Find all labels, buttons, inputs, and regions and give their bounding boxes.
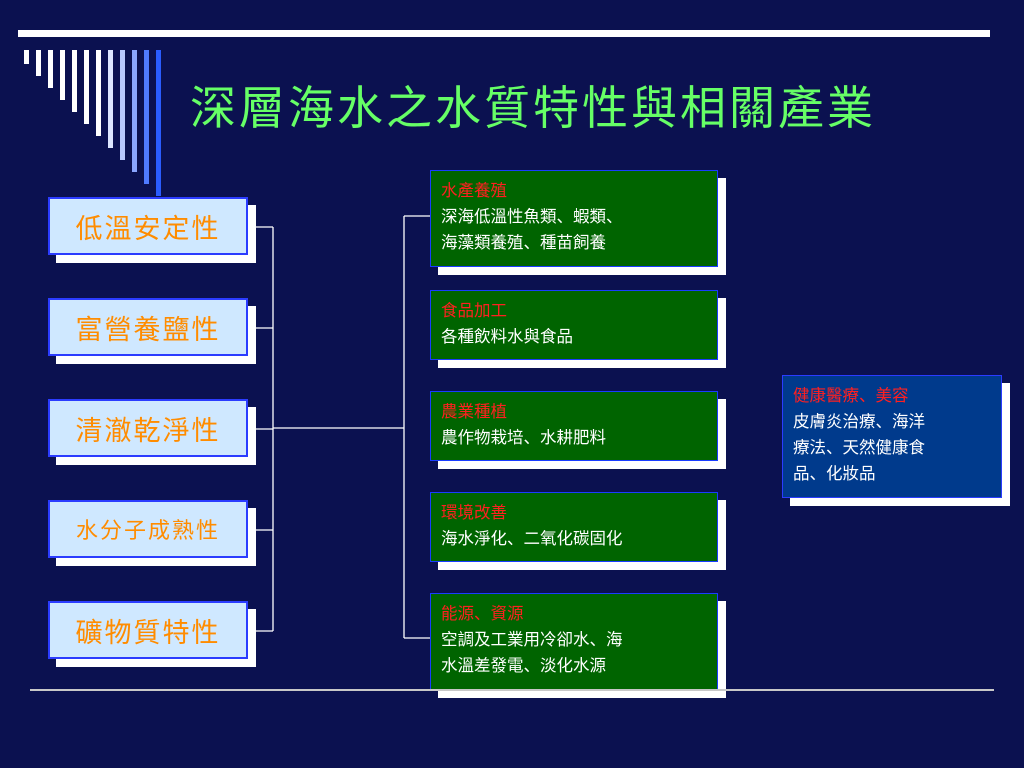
health-box: 健康醫療、美容 皮膚炎治療、海洋 療法、天然健康食 品、化妝品	[782, 375, 1002, 498]
industry-line: 各種飲料水與食品	[441, 327, 573, 346]
industry-box-food: 食品加工 各種飲料水與食品	[430, 290, 718, 360]
property-label: 礦物質特性	[75, 617, 221, 649]
property-box-nutrient: 富營養鹽性	[48, 298, 248, 356]
industry-box-environment: 環境改善 海水淨化、二氧化碳固化	[430, 492, 718, 562]
property-label: 清澈乾淨性	[75, 415, 221, 447]
industry-heading: 能源、資源	[441, 604, 524, 623]
industry-line: 海藻類養殖、種苗飼養	[441, 233, 606, 252]
industry-heading: 農業種植	[441, 402, 507, 421]
industry-line: 農作物栽培、水耕肥料	[441, 428, 606, 447]
industry-heading: 水產養殖	[441, 181, 507, 200]
property-box-clean: 清澈乾淨性	[48, 399, 248, 457]
page-title: 深層海水之水質特性與相關產業	[190, 81, 876, 135]
industry-box-agriculture: 農業種植 農作物栽培、水耕肥料	[430, 391, 718, 461]
property-label: 富營養鹽性	[75, 314, 221, 346]
property-box-water-molecule: 水分子成熟性	[48, 500, 248, 558]
health-line: 療法、天然健康食	[793, 438, 925, 457]
health-line: 皮膚炎治療、海洋	[793, 412, 925, 431]
industry-heading: 食品加工	[441, 301, 507, 320]
bottom-rule	[30, 689, 994, 691]
property-label: 水分子成熟性	[75, 519, 220, 544]
industry-line: 深海低溫性魚類、蝦類、	[441, 207, 623, 226]
property-box-low-temp: 低溫安定性	[48, 197, 248, 255]
health-line: 品、化妝品	[793, 464, 876, 483]
industry-line: 海水淨化、二氧化碳固化	[441, 529, 623, 548]
property-box-mineral: 礦物質特性	[48, 601, 248, 659]
health-heading: 健康醫療、美容	[793, 386, 909, 405]
industry-line: 空調及工業用冷卻水、海	[441, 630, 623, 649]
industry-heading: 環境改善	[441, 503, 507, 522]
industry-box-aquaculture: 水產養殖 深海低溫性魚類、蝦類、 海藻類養殖、種苗飼養	[430, 170, 718, 267]
top-rule	[18, 30, 990, 37]
industry-box-energy: 能源、資源 空調及工業用冷卻水、海 水溫差發電、淡化水源	[430, 593, 718, 690]
industry-line: 水溫差發電、淡化水源	[441, 656, 606, 675]
property-label: 低溫安定性	[75, 213, 221, 245]
